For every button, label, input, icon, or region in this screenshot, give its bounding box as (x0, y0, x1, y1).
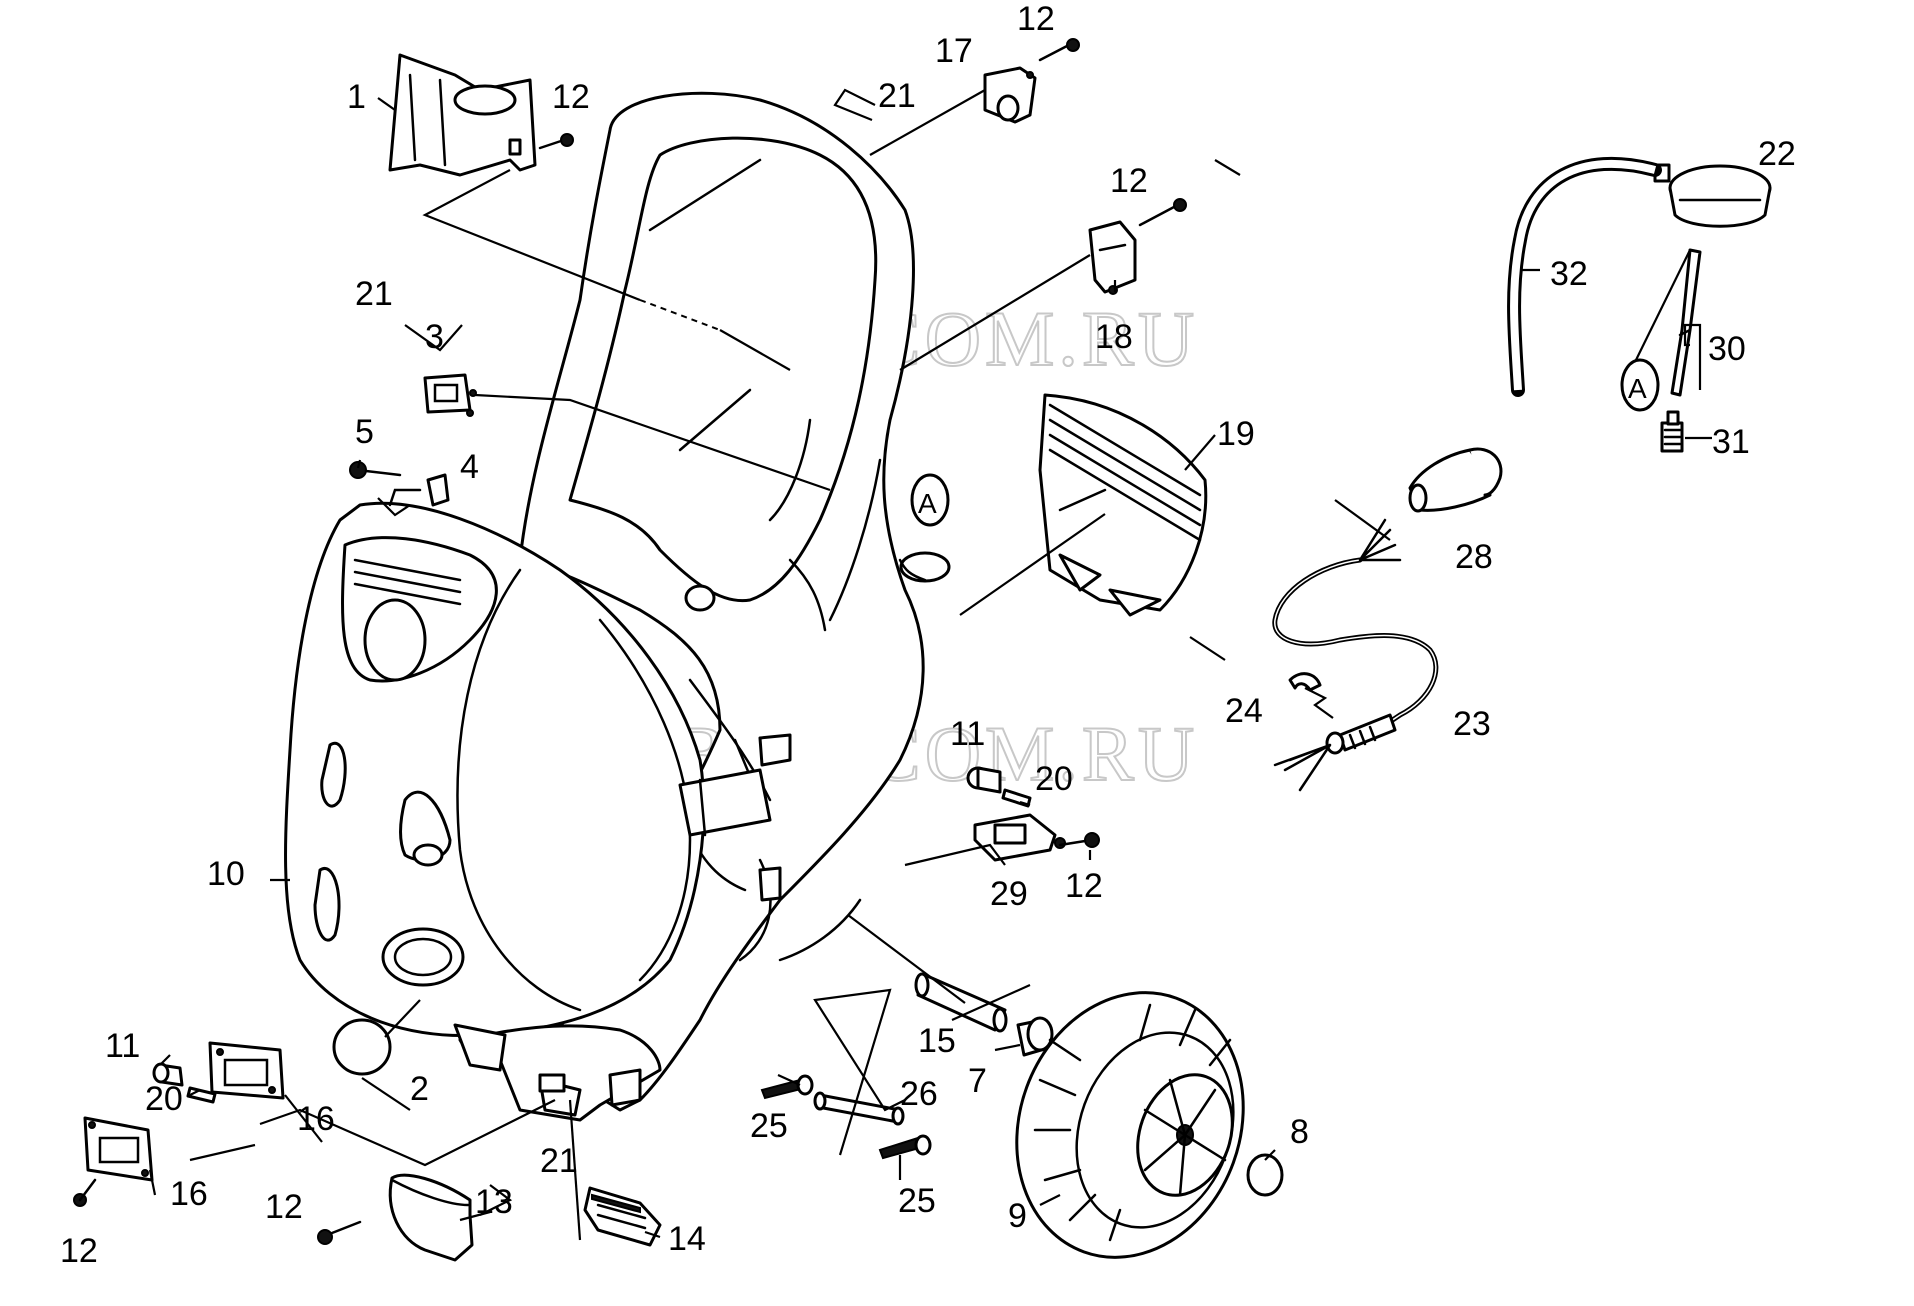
label-31: 31 (1712, 423, 1750, 461)
svg-text:A: A (1628, 373, 1647, 404)
bracket-part-1 (388, 53, 537, 177)
bushing-part-11-upper (966, 766, 1002, 794)
clip-part-17 (983, 66, 1037, 124)
reservoir-cap-part-22 (1653, 163, 1772, 228)
label-4: 4 (460, 448, 479, 486)
front-cover-part-10 (284, 488, 706, 1038)
label-11-upper: 11 (950, 715, 985, 753)
inner-plate (678, 733, 792, 902)
label-23: 23 (1453, 705, 1491, 743)
label-9: 9 (1008, 1197, 1027, 1235)
label-11-lower: 11 (105, 1027, 140, 1065)
label-21-top: 21 (878, 77, 916, 115)
screw-part-12-at-18 (1138, 198, 1187, 227)
label-12-left: 12 (60, 1232, 98, 1270)
label-5: 5 (355, 413, 374, 451)
label-16-lower: 16 (170, 1175, 208, 1213)
label-15: 15 (918, 1022, 956, 1060)
filter-part-31 (1660, 410, 1684, 453)
callout-a-reservoir: A (1620, 358, 1660, 412)
callout-a-housing: A (910, 473, 950, 527)
label-25-lower: 25 (898, 1182, 936, 1220)
label-12-at-18: 12 (1110, 162, 1148, 200)
screw-part-12-left (73, 1178, 97, 1207)
connector-part-28 (1408, 447, 1503, 513)
base-tray (453, 1023, 662, 1122)
label-29: 29 (990, 875, 1028, 913)
label-12-top: 12 (1017, 0, 1055, 38)
label-25-upper: 25 (750, 1107, 788, 1145)
foot-part-14 (583, 1186, 662, 1247)
housing-frame (518, 91, 951, 1112)
plate-part-16-upper (208, 1041, 285, 1100)
axle-part-15 (914, 972, 1008, 1033)
label-18: 18 (1095, 318, 1133, 356)
screw-part-12-bottom (317, 1220, 362, 1245)
wheel-part-9 (1015, 991, 1245, 1259)
label-14: 14 (668, 1220, 706, 1258)
cap-part-8 (1246, 1153, 1284, 1197)
cap-part-2 (332, 1018, 392, 1076)
label-20-upper: 20 (1035, 760, 1073, 798)
leader-lines (148, 88, 1712, 1241)
label-22: 22 (1758, 135, 1796, 173)
label-10: 10 (207, 855, 245, 893)
label-8: 8 (1290, 1113, 1309, 1151)
part-number-labels: 1 12 12 17 21 12 18 21 3 5 4 19 22 32 30… (60, 0, 1796, 1270)
label-16-upper: 16 (297, 1100, 335, 1138)
label-24: 24 (1225, 692, 1263, 730)
label-32: 32 (1550, 255, 1588, 293)
label-17: 17 (935, 32, 973, 70)
shaft-part-26 (813, 1091, 905, 1126)
label-21-bottom: 21 (540, 1142, 578, 1180)
cover-part-13 (388, 1173, 474, 1262)
hose-part-32 (1507, 156, 1662, 397)
clip-part-18 (1088, 220, 1137, 295)
label-12-at-1: 12 (552, 78, 590, 116)
tube-part-30 (1670, 248, 1702, 397)
clip-part-24 (1288, 672, 1322, 692)
label-20-lower: 20 (145, 1080, 183, 1118)
label-12-bottom: 12 (265, 1188, 303, 1226)
screw-part-12-at-29 (1058, 832, 1100, 848)
screw-part-5 (349, 461, 402, 479)
label-2: 2 (410, 1070, 429, 1108)
label-3: 3 (425, 318, 444, 356)
label-7: 7 (968, 1062, 987, 1100)
screw-part-12-top (1038, 38, 1080, 62)
label-19: 19 (1217, 415, 1255, 453)
cable-part-23 (1272, 518, 1439, 792)
label-21-left: 21 (355, 275, 393, 313)
plate-part-3 (423, 373, 477, 417)
bracket-part-29 (973, 813, 1066, 862)
clip-part-4 (426, 473, 450, 507)
label-30: 30 (1708, 330, 1746, 368)
svg-text:A: A (918, 488, 937, 519)
label-26: 26 (900, 1075, 938, 1113)
label-28: 28 (1455, 538, 1493, 576)
label-1: 1 (347, 78, 366, 116)
label-13: 13 (475, 1183, 513, 1221)
label-12-at-29: 12 (1065, 867, 1103, 905)
screw-part-12-at-1 (538, 133, 574, 150)
clip-part-25-upper (760, 1074, 814, 1100)
bushing-part-7 (1016, 1016, 1054, 1057)
clip-part-25-lower (878, 1134, 932, 1160)
plate-part-16-lower (83, 1116, 154, 1182)
shroud-part-19 (1038, 393, 1208, 617)
